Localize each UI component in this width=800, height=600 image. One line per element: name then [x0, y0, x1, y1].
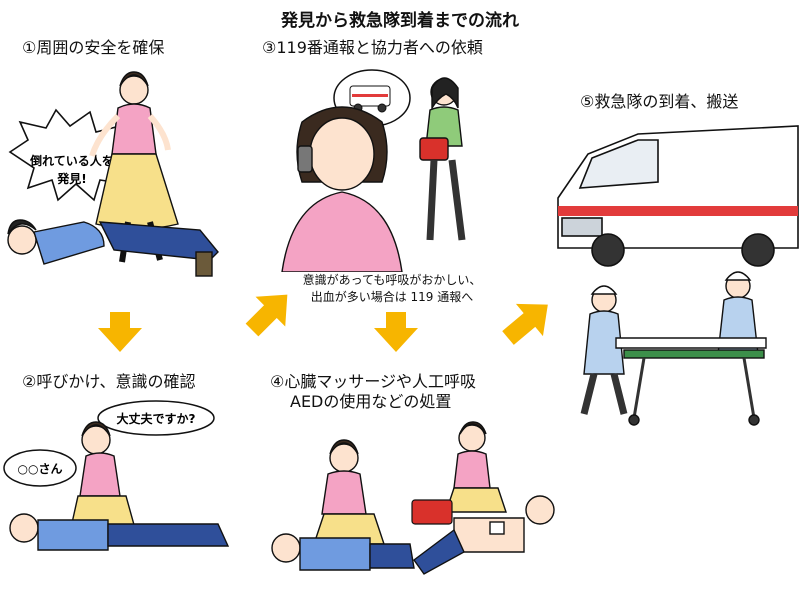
lying-person [9, 513, 230, 551]
advice-note: 意識があっても呼吸がおかしい、 出血が多い場合は 119 通報へ [262, 272, 522, 306]
name-call-text: ○○さん [18, 462, 63, 476]
advice-note-line-1: 意識があっても呼吸がおかしい、 [302, 273, 482, 287]
scene-cpr-aed [271, 421, 555, 575]
scene-call-out: ○○さん 大丈夫ですか? [3, 400, 230, 551]
phone-icon [297, 145, 313, 173]
arrow-down-middle [374, 312, 418, 352]
scene-call-119 [281, 69, 466, 272]
name-call-bubble [3, 449, 77, 487]
aed-patient [413, 495, 555, 575]
step-2-label: ②呼びかけ、意識の確認 [22, 372, 196, 391]
step-3-label: ③119番通報と協力者への依頼 [262, 38, 483, 57]
scene-ambulance-transport [557, 125, 799, 426]
are-you-ok-text: 大丈夫ですか? [117, 411, 196, 426]
step-5-label: ⑤救急隊の到着、搬送 [580, 92, 739, 111]
step-1-label: ①周囲の安全を確保 [22, 38, 165, 57]
aed-device-icon [411, 499, 453, 525]
arrow-down-left [98, 312, 142, 352]
arrow-up-right-1 [245, 294, 288, 337]
scene-find-person: 倒れている人を 発見! [7, 71, 219, 277]
advice-note-line-2: 出血が多い場合は 119 通報へ [310, 290, 474, 304]
lying-man [7, 219, 219, 277]
kneeling-woman [69, 421, 137, 533]
aed-box-icon [419, 137, 449, 161]
found-bubble-line-2: 発見! [56, 171, 86, 186]
arrow-up-right-2 [502, 303, 548, 345]
are-you-ok-bubble [97, 400, 215, 436]
found-bubble-line-1: 倒れている人を [29, 153, 114, 168]
cpr-woman [313, 439, 385, 545]
paramedic-left [580, 285, 628, 415]
stretcher [615, 337, 767, 426]
ambulance-vehicle [557, 125, 799, 267]
aed-helper-woman [445, 421, 507, 513]
cpr-patient [271, 533, 415, 571]
caller-woman [281, 106, 403, 272]
helper-woman [419, 77, 466, 241]
step-4-label-line2: AEDの使用などの処置 [290, 392, 452, 411]
step-4-label: ④心臓マッサージや人工呼吸 [270, 372, 477, 391]
diagram-title: 発見から救急隊到着までの流れ [281, 11, 519, 31]
